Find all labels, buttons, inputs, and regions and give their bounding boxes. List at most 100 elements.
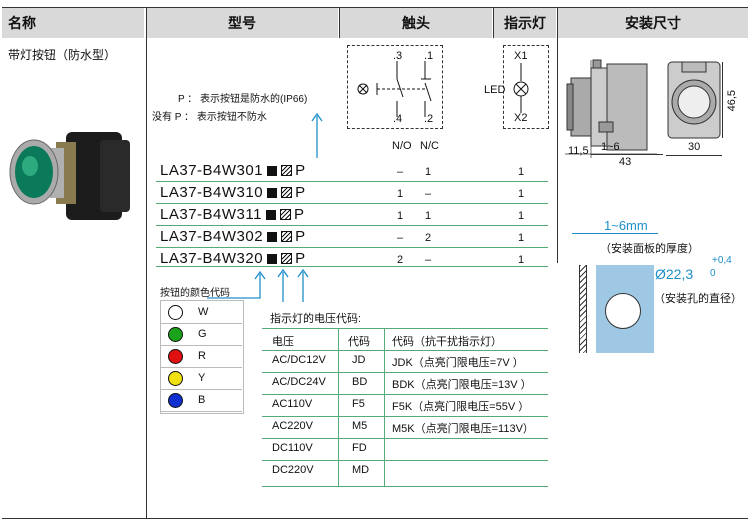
- header-name: 名称: [2, 8, 144, 38]
- hole-tol-down: 0: [710, 268, 716, 279]
- row-line-5: [156, 266, 548, 267]
- led-diagram: [503, 45, 549, 129]
- vt-voltage: DC220V: [272, 464, 314, 476]
- color-row-line: [160, 411, 242, 412]
- led-value: 1: [517, 210, 525, 222]
- color-code-box: [160, 300, 244, 414]
- product-photo: [9, 132, 130, 220]
- model-suffix: P: [295, 228, 306, 245]
- contact-no-value: 1: [396, 210, 404, 222]
- color-letter: Y: [198, 372, 206, 384]
- header-model: 型号: [146, 8, 338, 38]
- vt-header-code-k: 代码（抗干扰指示灯）: [392, 336, 502, 348]
- voltage-placeholder-icon: [281, 253, 293, 264]
- contact-nc-value: 2: [424, 232, 432, 244]
- color-swatch: [168, 327, 183, 342]
- model-row: LA37-B4W320 P: [160, 250, 306, 267]
- led-x2-label: X2: [514, 112, 528, 124]
- hole-note: （安装孔的直径）: [654, 293, 742, 305]
- led-symbol-icon: [513, 63, 529, 113]
- header-contact: 触头: [340, 8, 492, 38]
- voltage-placeholder-icon: [281, 231, 293, 242]
- vt-row-line: [262, 394, 548, 395]
- vt-voltage: DC110V: [272, 442, 313, 454]
- vt-voltage: AC/DC24V: [272, 376, 326, 388]
- vt-code-k: JDK（点亮门限电压=7V ）: [392, 357, 524, 369]
- nc-label: N/C: [420, 140, 439, 152]
- switch-symbol-icon: [357, 61, 432, 117]
- col-divider-3: [493, 8, 494, 38]
- color-swatch: [168, 393, 183, 408]
- note-p-yes: P ： 表示按钮是防水的(IP66): [178, 94, 308, 105]
- panel-edge: [579, 265, 587, 353]
- voltage-placeholder-icon: [281, 165, 293, 176]
- dim-30-line: [666, 155, 722, 156]
- contact-nc-value: 1: [424, 166, 432, 178]
- arrow-up-icon: [277, 268, 289, 302]
- vt-code-k: F5K（点亮门限电压=55V ）: [392, 401, 530, 413]
- dim-46-5: 46,5: [726, 90, 738, 112]
- vt-voltage: AC/DC12V: [272, 354, 326, 366]
- model-code: LA37-B4W320: [160, 250, 264, 267]
- vt-row-line: [262, 372, 548, 373]
- contact-diagram: [347, 45, 443, 129]
- table-top-line: [2, 7, 748, 8]
- vt-header-code: 代码: [348, 336, 370, 348]
- dim-30: 30: [688, 141, 701, 153]
- color-placeholder-icon: [267, 254, 278, 264]
- arrow-up-icon: [311, 112, 323, 158]
- model-row: LA37-B4W311 P: [160, 206, 304, 223]
- vt-code: MD: [352, 464, 370, 476]
- led-value: 1: [517, 166, 525, 178]
- side-view-drawing: [565, 59, 657, 158]
- dim-depth-range: 1~6: [601, 141, 620, 153]
- color-letter: R: [198, 350, 206, 362]
- row-line-2: [156, 203, 548, 204]
- model-code: LA37-B4W310: [160, 184, 264, 201]
- panel-range: 1~6mm: [604, 218, 648, 233]
- model-suffix: P: [295, 162, 306, 179]
- vt-code-k: M5K（点亮门限电压=113V）: [392, 423, 534, 435]
- color-swatch: [168, 349, 183, 364]
- header-indicator: 指示灯: [494, 8, 556, 38]
- color-code-title: 按钮的颜色代码: [160, 288, 230, 299]
- vt-divider-2: [384, 328, 385, 486]
- contact-no-value: 2: [396, 254, 404, 266]
- dim-43-line: [591, 154, 663, 155]
- elbow-arrow-icon: [207, 270, 266, 299]
- model-suffix: P: [295, 250, 306, 267]
- vt-voltage: AC110V: [272, 398, 313, 410]
- led-x1-label: X1: [514, 50, 528, 62]
- vt-code: M5: [352, 420, 368, 432]
- color-swatch: [168, 305, 183, 320]
- row-line-4: [156, 247, 548, 248]
- color-row-line: [160, 323, 242, 324]
- model-suffix: P: [293, 206, 305, 223]
- note-p-no: 没有 P ： 表示按钮不防水: [152, 112, 267, 123]
- col-divider-2: [339, 8, 340, 38]
- color-row-line: [160, 367, 242, 368]
- voltage-placeholder-icon: [279, 209, 291, 220]
- model-code: LA37-B4W301: [160, 162, 264, 179]
- dim-11-5: 11,5: [568, 145, 589, 157]
- col-divider-4: [557, 8, 558, 263]
- panel-note: （安装面板的厚度）: [600, 243, 699, 255]
- col-divider-1: [146, 8, 147, 518]
- table-bottom-line: [2, 518, 748, 519]
- vt-header-voltage: 电压: [272, 336, 294, 348]
- vt-line-bottom: [262, 486, 548, 487]
- model-code: LA37-B4W311: [160, 206, 262, 223]
- model-row: LA37-B4W301 P: [160, 162, 306, 179]
- vt-row-line: [262, 350, 548, 351]
- color-row-line: [160, 345, 242, 346]
- led-value: 1: [517, 254, 525, 266]
- color-placeholder-icon: [267, 166, 278, 176]
- dim-46-5-line: [722, 62, 723, 138]
- row-line-1: [156, 181, 548, 182]
- row-line-3: [156, 225, 548, 226]
- panel-dim-line: [572, 233, 658, 234]
- color-placeholder-icon: [267, 232, 278, 242]
- contact-nc-value: –: [424, 188, 432, 200]
